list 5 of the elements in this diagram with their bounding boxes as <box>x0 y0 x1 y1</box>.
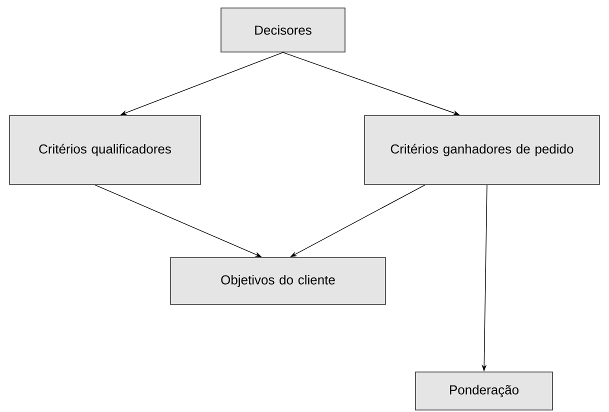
process-box: Objetivos do cliente <box>170 257 386 305</box>
process-box: Decisores <box>220 8 346 52</box>
process-box: Ponderação <box>415 372 553 410</box>
process-box: Critérios qualificadores <box>9 115 201 185</box>
process-box: Critérios ganhadores de pedido <box>364 115 600 185</box>
